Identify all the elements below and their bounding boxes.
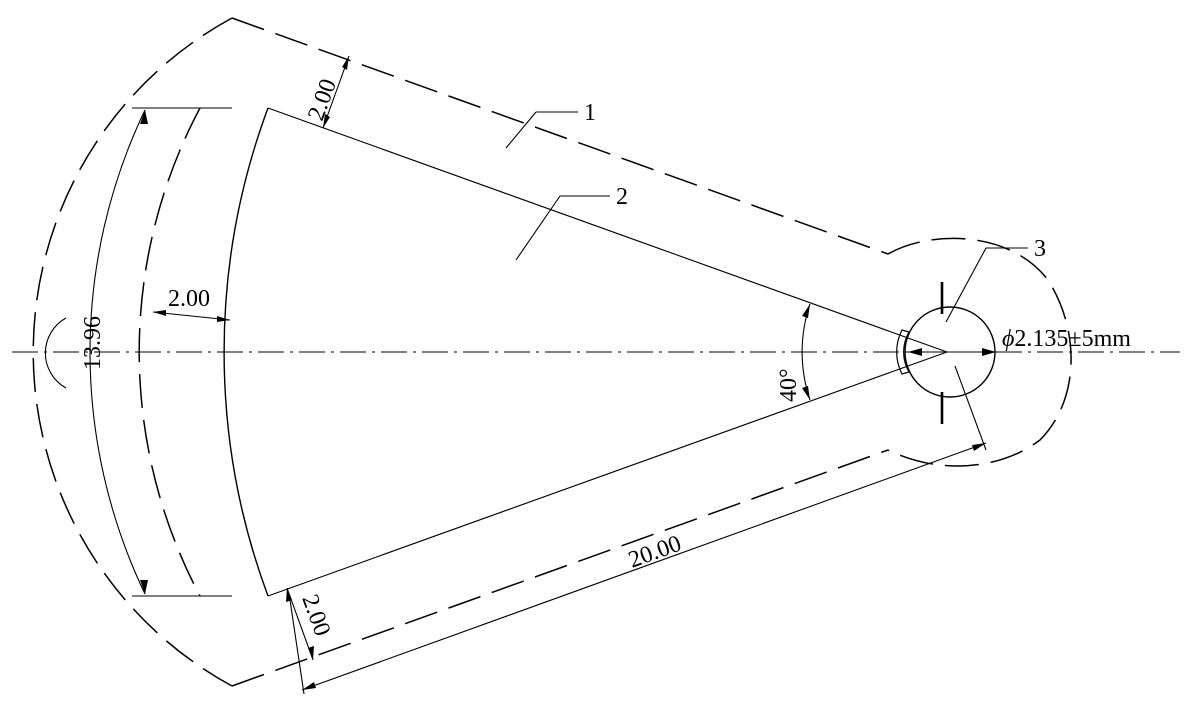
bottom-wall-label: 2.00 — [296, 591, 335, 639]
angle-dimension — [801, 303, 811, 401]
top-wall-dimension — [322, 55, 350, 129]
left-wall-label: 2.00 — [168, 286, 210, 312]
callout-2: 2 — [616, 184, 628, 210]
callout-3: 3 — [1034, 236, 1046, 262]
leader-1 — [505, 111, 578, 149]
svg-text:ϕ2.135±5mm: ϕ2.135±5mm — [1002, 326, 1131, 352]
callout-1: 1 — [584, 100, 596, 126]
top-wall-label: 2.00 — [303, 76, 342, 124]
inner-dashed-arc — [138, 107, 201, 597]
diameter-symbol: ϕ — [1002, 326, 1014, 352]
diameter-label: ϕ2.135±5mm — [1002, 326, 1131, 352]
arc-length-label: 13.96 — [80, 316, 106, 370]
arc-length-dimension — [44, 107, 232, 597]
left-wall-dimension — [152, 310, 231, 322]
outer-dashed-contour — [32, 17, 1072, 687]
radius-label: 20.00 — [625, 531, 685, 574]
leader-2 — [515, 195, 610, 261]
angle-label: 40° — [776, 368, 802, 402]
bottom-wall-dimension — [286, 587, 314, 661]
leader-3 — [945, 247, 1028, 323]
inner-sector-contour — [223, 107, 948, 597]
hole-circle — [896, 282, 996, 424]
diameter-value: 2.135±5mm — [1014, 326, 1131, 352]
radius-dimension — [289, 365, 987, 695]
